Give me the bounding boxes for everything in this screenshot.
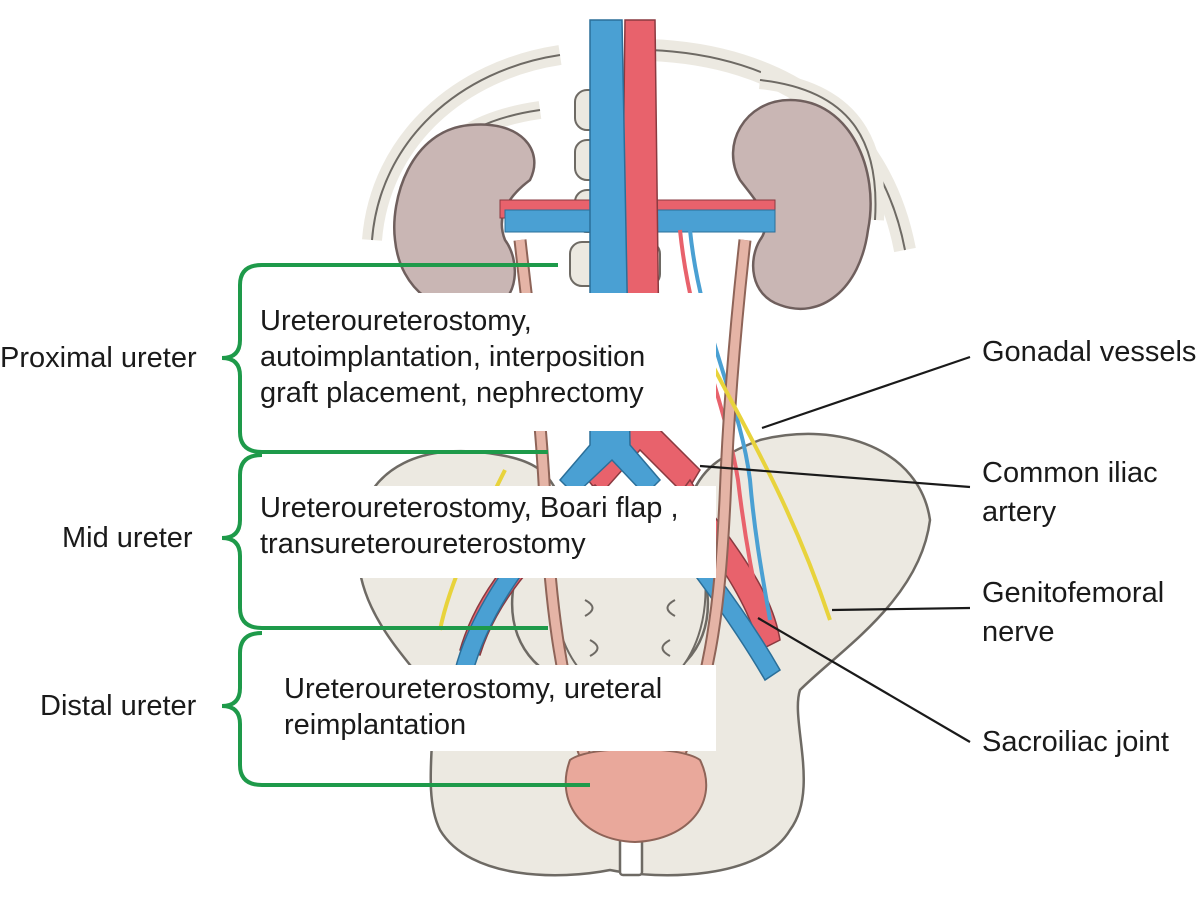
proximal-ureter-bracket (221, 263, 558, 454)
common-iliac-artery-label-line1: Common iliac (982, 457, 1158, 489)
gonadal-vessels-leader (761, 355, 971, 430)
procedure-line: reimplantation (284, 709, 467, 741)
genitofemoral-nerve-label-line1: Genitofemoral (982, 577, 1165, 609)
sacroiliac-joint-label: Sacroiliac joint (982, 726, 1169, 758)
mid-procedures-box: Ureteroureterostomy, Boari flap , transu… (248, 486, 716, 578)
distal-procedures-box: Ureteroureterostomy, ureteral reimplanta… (270, 665, 716, 751)
mid-ureter-label: Mid ureter (62, 522, 193, 554)
gonadal-vessels-label: Gonadal vessels (982, 336, 1197, 368)
genitofemoral-nerve-leader (831, 606, 971, 612)
common-iliac-artery-label-line2: artery (982, 496, 1057, 528)
genitofemoral-nerve-label-line2: nerve (982, 616, 1055, 648)
procedure-line: graft placement, nephrectomy (260, 377, 644, 409)
leader-lines (699, 355, 971, 743)
procedure-line: transureteroureterostomy (260, 528, 586, 560)
distal-ureter-bracket (221, 631, 590, 787)
proximal-ureter-label: Proximal ureter (0, 342, 197, 374)
proximal-procedures-box: Ureteroureterostomy, autoimplantation, i… (248, 293, 716, 431)
procedure-line: Ureteroureterostomy, (260, 305, 532, 337)
sacroiliac-joint-leader (757, 617, 971, 743)
procedure-line: Ureteroureterostomy, Boari flap , (260, 492, 679, 524)
procedure-line: autoimplantation, interposition (260, 341, 646, 373)
segment-brackets (221, 263, 590, 787)
distal-ureter-label: Distal ureter (40, 690, 197, 722)
mid-ureter-bracket (221, 453, 548, 630)
common-iliac-artery-leader (699, 464, 971, 489)
procedure-line: Ureteroureterostomy, ureteral (284, 673, 663, 705)
